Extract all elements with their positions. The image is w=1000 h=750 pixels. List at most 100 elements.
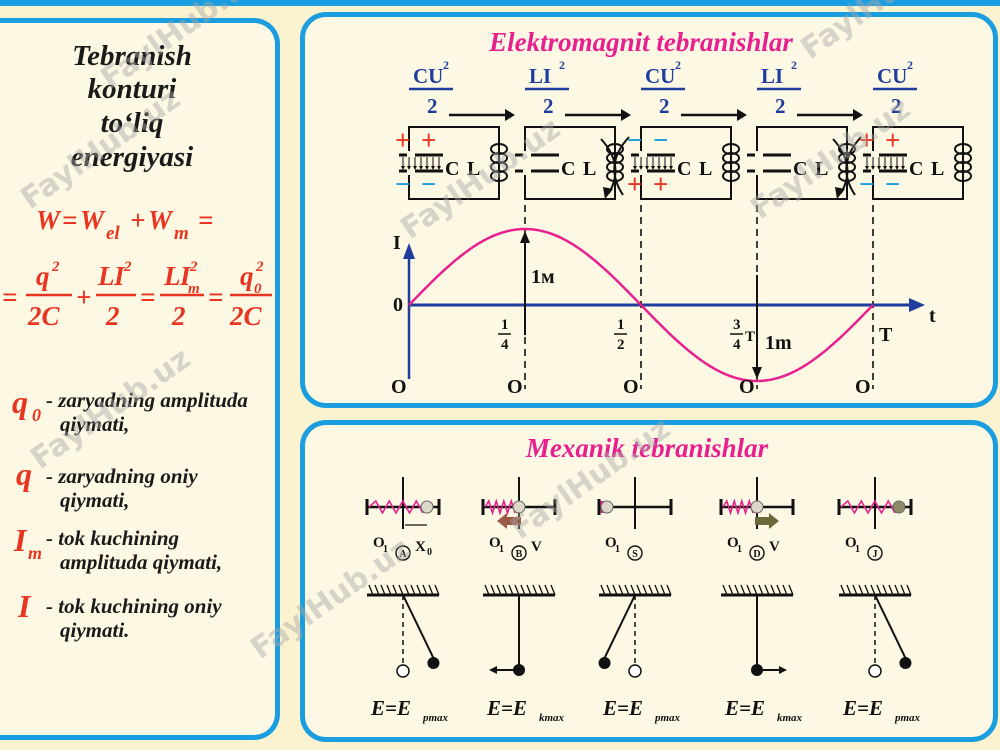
current-sine-curve xyxy=(408,227,874,383)
energy-term-exp: 2 xyxy=(675,58,681,72)
energy-term-exp: 2 xyxy=(791,58,797,72)
legend-Im-line2: amplituda qiymati, xyxy=(60,550,222,574)
ceiling-hatch xyxy=(374,584,380,596)
pendulum-string xyxy=(402,594,435,659)
ceiling-hatch xyxy=(654,584,660,596)
energy-label: E=E xyxy=(602,696,643,720)
tick-den: 4 xyxy=(733,337,741,353)
ceiling-hatch xyxy=(502,584,508,596)
state-badge xyxy=(867,545,883,561)
frac4-exp: 2 xyxy=(255,259,264,275)
charge-top-1: + xyxy=(859,125,874,155)
frac2-I: I xyxy=(113,261,126,291)
energy-label: E=E xyxy=(370,696,411,720)
bob-velocity-arrowhead xyxy=(489,666,497,674)
tick-den: 2 xyxy=(617,337,625,353)
energy-sub: kmax xyxy=(777,712,803,724)
ceiling-hatch xyxy=(404,584,410,596)
field-arrowhead xyxy=(413,166,417,170)
ceiling-hatch xyxy=(636,584,642,596)
field-arrowhead xyxy=(657,166,661,170)
pendulum-bob xyxy=(899,657,912,670)
formula-W-el: W xyxy=(80,205,106,235)
peak-up-label: 1м xyxy=(531,266,555,288)
origin-point-label: O xyxy=(605,535,617,551)
energy-label: E=E xyxy=(486,696,527,720)
field-arrowhead xyxy=(425,166,429,170)
ceiling-hatch xyxy=(422,584,428,596)
frac4-q: q xyxy=(240,261,254,291)
symbol-legend: q 0 - zaryadning amplituda qiymati, q - … xyxy=(12,384,248,642)
charge-bottom-1: − xyxy=(859,169,874,199)
energy-label: E=E xyxy=(724,696,765,720)
frac4-sub: 0 xyxy=(254,281,262,297)
legend-Im: I m - tok kuchining amplituda qiymati, xyxy=(13,522,222,574)
ceiling-hatch xyxy=(428,584,434,596)
spring-coil xyxy=(722,498,754,516)
formula-sub-m: m xyxy=(174,223,189,244)
velocity-label: V xyxy=(531,539,542,555)
spring-coil xyxy=(368,499,424,515)
ceiling-hatch xyxy=(734,584,740,596)
ceiling-hatch xyxy=(782,584,788,596)
field-arrowhead xyxy=(639,166,643,170)
state-label: J xyxy=(873,549,878,560)
formula-eq-5: = xyxy=(208,282,223,312)
ceiling-hatch xyxy=(870,584,876,596)
transition-arrowhead xyxy=(505,109,515,121)
ceiling-hatch xyxy=(728,584,734,596)
formula-line-1: W = W el + W m = xyxy=(36,205,213,244)
coil-label: L xyxy=(815,158,828,180)
energy-term-num: CU xyxy=(645,64,675,88)
ceiling-hatch xyxy=(416,584,422,596)
field-arrowhead xyxy=(871,166,875,170)
pendulum-rest-bob xyxy=(396,664,410,678)
spring-mass xyxy=(750,500,764,514)
pendulum-rest-bob xyxy=(868,664,882,678)
zero-label-5: O xyxy=(855,376,871,398)
formula-eq-1: = xyxy=(62,205,77,235)
tick-num: 1 xyxy=(617,317,625,333)
ceiling-hatch xyxy=(660,584,666,596)
frac2-L: L xyxy=(97,261,115,291)
ceiling-hatch xyxy=(538,584,544,596)
velocity-arrow xyxy=(497,513,521,529)
ceiling-hatch xyxy=(876,584,882,596)
state-badge xyxy=(627,545,643,561)
ceiling-hatch xyxy=(434,584,440,596)
capacitor-label: C xyxy=(561,158,575,180)
energy-term-num: LI xyxy=(761,64,783,88)
magnetic-field-line xyxy=(845,136,862,196)
energy-term-num: CU xyxy=(413,64,443,88)
ceiling-hatch xyxy=(752,584,758,596)
frac1-exp: 2 xyxy=(51,259,60,275)
energy-term-num: CU xyxy=(877,64,907,88)
frac4-den: 2C xyxy=(229,301,263,331)
peak-down-arrowhead xyxy=(752,367,762,379)
capacitor-gap xyxy=(407,151,415,175)
energy-sub: pmax xyxy=(654,712,681,724)
ceiling-hatch xyxy=(606,584,612,596)
legend-q: q - zaryadning oniy qiymati, xyxy=(16,456,198,512)
origin-point-sub: 1 xyxy=(855,544,860,555)
legend-q-line1: - zaryadning oniy xyxy=(46,464,198,488)
origin-point-sub: 1 xyxy=(499,544,504,555)
spring-mass xyxy=(420,500,434,514)
ceiling-hatch xyxy=(740,584,746,596)
energy-term-den: 2 xyxy=(427,94,438,118)
time-tick-1: 14 xyxy=(498,317,511,353)
field-arrowhead xyxy=(437,166,441,170)
x-axis-label: t xyxy=(929,305,936,327)
origin-point-sub: 1 xyxy=(383,544,388,555)
